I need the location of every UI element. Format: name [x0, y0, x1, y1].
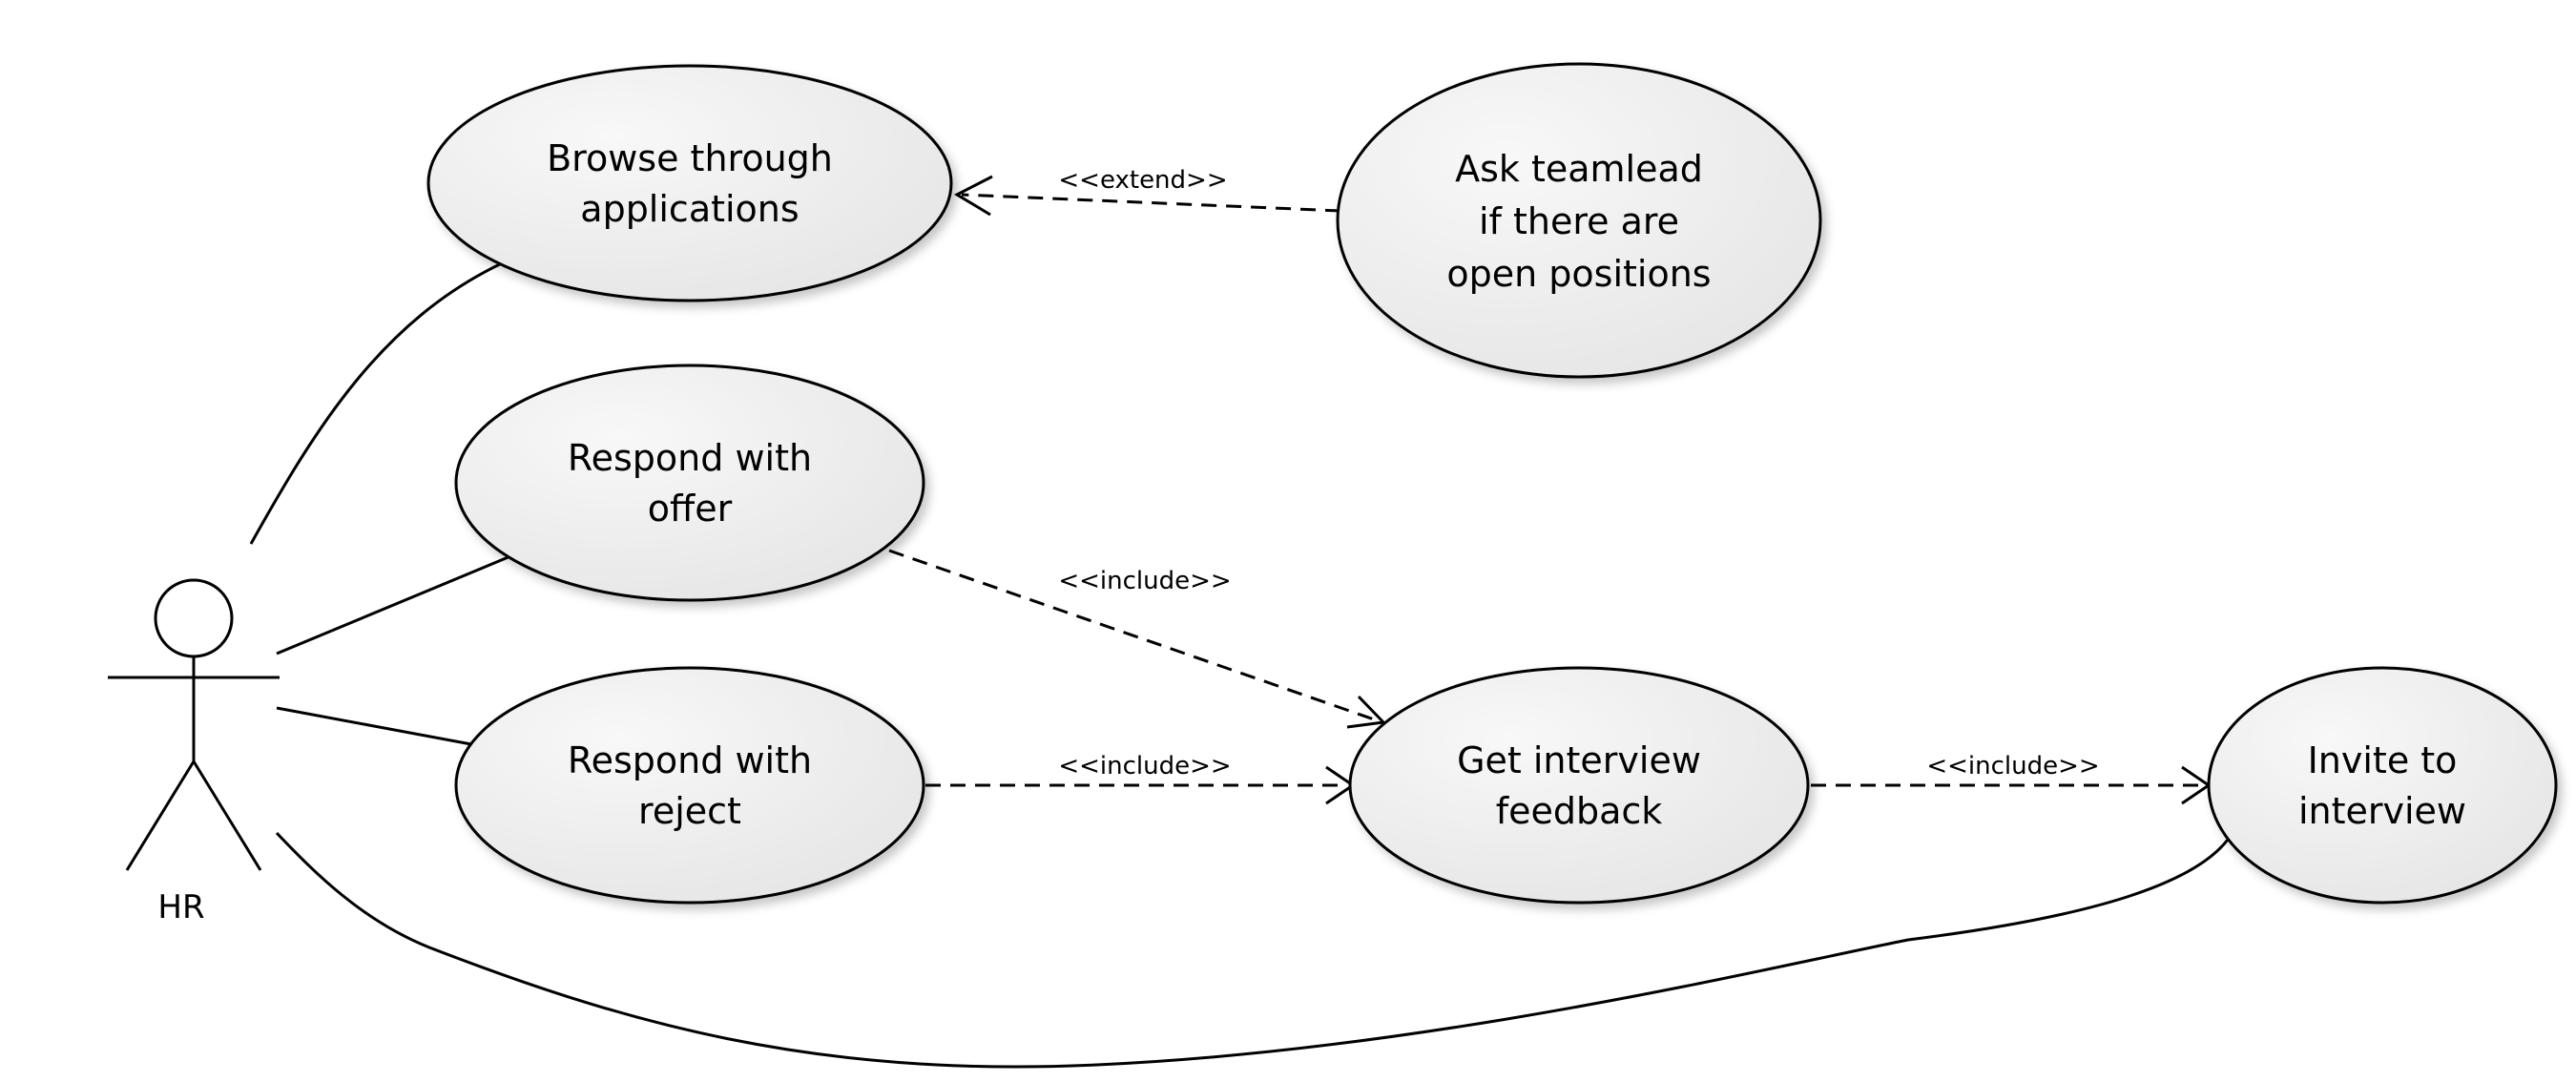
stereotype-label: <<include>> [1058, 567, 1231, 595]
use-case-label-line: Respond with [568, 437, 812, 479]
association-hr-browse [249, 260, 505, 545]
stereotype-label: <<include>> [1926, 752, 2099, 780]
use-case-label-line: reject [638, 790, 741, 832]
use-case-ask-teamlead[interactable]: Ask teamlead if there are open positions [1336, 62, 1822, 379]
arrowhead [1346, 695, 1387, 729]
arrowhead [953, 175, 993, 217]
actor-right-leg [192, 760, 262, 871]
use-case-ellipse [1336, 62, 1822, 379]
include-offer-to-feedback: <<include>> [888, 549, 1387, 729]
use-case-browse-applications[interactable]: Browse through applications [426, 64, 953, 302]
use-case-label-line: open positions [1446, 253, 1711, 295]
include-feedback-to-invite: <<include>> [1811, 752, 2212, 805]
use-case-ellipse [454, 364, 925, 602]
use-case-label-line: Ask teamlead [1455, 148, 1703, 190]
use-case-ellipse [454, 666, 925, 905]
use-case-get-feedback[interactable]: Get interview feedback [1348, 666, 1810, 905]
use-case-label-line: Respond with [568, 739, 812, 781]
association-hr-offer [276, 554, 511, 655]
actor-head [154, 578, 234, 658]
use-case-label-line: interview [2298, 790, 2466, 832]
use-case-label-line: applications [580, 188, 799, 230]
use-case-invite-interview[interactable]: Invite to interview [2207, 666, 2558, 905]
actor-hr[interactable]: HR [108, 578, 280, 926]
use-case-ellipse [1348, 666, 1810, 905]
use-case-label-line: Get interview [1457, 739, 1701, 781]
actor-label: HR [157, 888, 204, 926]
use-case-respond-offer[interactable]: Respond with offer [454, 364, 925, 602]
dependency-line [961, 193, 1341, 213]
use-case-label-line: if there are [1479, 200, 1679, 242]
use-case-ellipse [2207, 666, 2558, 905]
actor-left-leg [125, 760, 196, 871]
use-case-label-line: Browse through [547, 137, 833, 179]
include-reject-to-feedback: <<include>> [925, 752, 1356, 805]
use-case-label-line: offer [648, 488, 733, 530]
use-case-respond-reject[interactable]: Respond with reject [454, 666, 925, 905]
use-case-ellipse [426, 64, 953, 302]
association-hr-reject [276, 706, 472, 746]
association-hr-invite [275, 831, 2230, 1069]
dependency-line [888, 549, 1378, 722]
stereotype-label: <<extend>> [1058, 166, 1227, 195]
use-case-label-line: Invite to [2308, 739, 2458, 781]
extend-ask-to-browse: <<extend>> [953, 166, 1341, 217]
use-case-label-line: feedback [1496, 790, 1663, 832]
stereotype-label: <<include>> [1058, 752, 1231, 780]
